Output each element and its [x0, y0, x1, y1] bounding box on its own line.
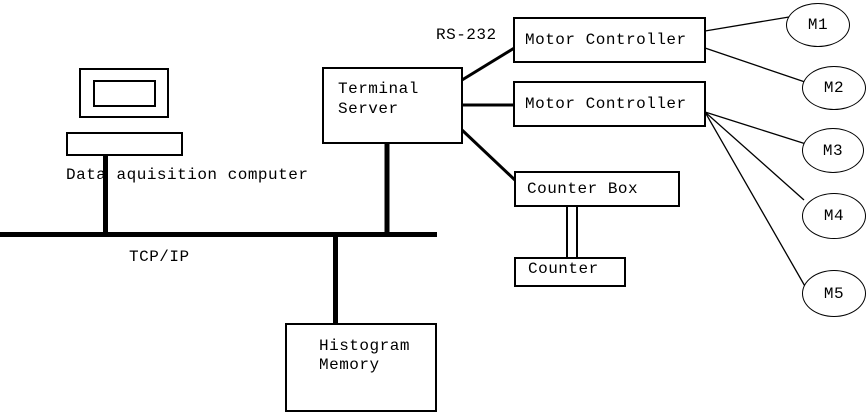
terminal-server-label-line2: Server: [338, 100, 399, 118]
histogram-memory-label-line2: Memory: [319, 356, 380, 374]
mc1-to-m2-line: [704, 47, 806, 83]
counter-box: Counter Box: [514, 171, 680, 207]
motor-m5-label: M5: [823, 284, 845, 303]
mc2-to-m3-line: [704, 111, 807, 145]
histogram-memory-label-line1: Histogram: [319, 337, 410, 355]
motor-controller-1-label: Motor Controller: [525, 31, 687, 49]
mc2-to-m5-line: [704, 111, 807, 289]
motor-m1-label: M1: [807, 16, 829, 34]
motor-m1: M1: [786, 3, 850, 47]
motor-m5: M5: [802, 270, 866, 317]
motor-m2: M2: [802, 66, 866, 110]
mc2-to-m4-line: [704, 111, 805, 201]
counter-label: Counter: [528, 260, 599, 278]
data-aquisition-computer-label: Data aquisition computer: [66, 166, 309, 184]
motor-m3: M3: [802, 128, 864, 173]
ts-to-counter-box-line: [460, 128, 519, 184]
terminal-server-box: Terminal Server: [322, 67, 463, 144]
motor-m2-label: M2: [823, 79, 845, 97]
motor-m3-label: M3: [822, 141, 844, 160]
counter-node-box: Counter: [514, 257, 626, 287]
rs232-label: RS-232: [436, 26, 497, 44]
ts-to-motor-controller-1-line: [461, 45, 517, 82]
tcpip-label: TCP/IP: [129, 248, 190, 266]
terminal-server-label-line1: Terminal: [338, 80, 419, 98]
motor-controller-2-label: Motor Controller: [525, 95, 687, 113]
histogram-memory-box: Histogram Memory: [285, 323, 437, 412]
motor-m4: M4: [802, 193, 866, 239]
monitor-screen-icon: [93, 80, 156, 107]
keyboard-icon: [66, 132, 183, 156]
motor-controller-1-box: Motor Controller: [513, 17, 706, 63]
counter-box-label: Counter Box: [527, 180, 639, 198]
motor-controller-2-box: Motor Controller: [513, 81, 706, 127]
mc1-to-m1-line: [704, 16, 790, 32]
motor-m4-label: M4: [823, 207, 845, 225]
